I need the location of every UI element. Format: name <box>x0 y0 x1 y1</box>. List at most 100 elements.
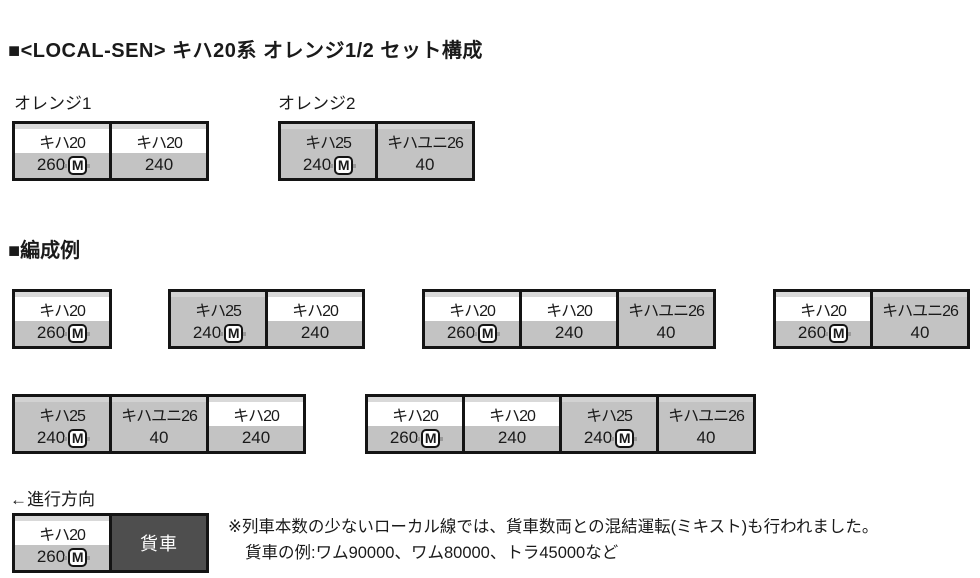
car-roof <box>368 397 462 402</box>
direction-label: ←進行方向 <box>10 490 95 509</box>
car-number: 40 <box>415 155 435 175</box>
motor-badge: M <box>64 428 91 448</box>
motor-badge: M <box>64 323 91 343</box>
page-title: ■<LOCAL-SEN> キハ20系 オレンジ1/2 セット構成 <box>8 40 483 62</box>
motor-badge: M <box>220 323 247 343</box>
car-name: キハ20 <box>112 128 206 153</box>
car-number-row: 40 <box>112 425 206 451</box>
car-number-row: 40 <box>873 320 967 346</box>
car-roof <box>425 292 519 297</box>
car-number: 40 <box>656 323 676 343</box>
car-name: キハ20 <box>465 401 559 426</box>
motor-badge: M <box>611 428 638 448</box>
car-name: キハ25 <box>562 401 656 426</box>
car-name: キハユニ26 <box>378 128 472 153</box>
car-number-row: 240 <box>209 425 303 451</box>
car-roof <box>268 292 362 297</box>
car-name: キハ20 <box>15 128 109 153</box>
car-number: 40 <box>696 428 716 448</box>
car-number: 240 <box>497 428 527 448</box>
motor-badge: M <box>64 547 91 567</box>
car-number-row: 40 <box>659 425 753 451</box>
car-number: 240 <box>144 155 174 175</box>
car-roof <box>15 397 109 402</box>
car-number-row: 240 <box>112 152 206 178</box>
notes: ※列車本数の少ないローカル線では、貨車数両との混結運転(ミキスト)も行われました… <box>228 514 878 566</box>
examples-heading: ■編成例 <box>8 240 81 262</box>
car-number: 240 <box>583 428 613 448</box>
car-number: 240 <box>192 323 222 343</box>
car-number-row: 240 <box>268 320 362 346</box>
car-roof <box>659 397 753 402</box>
car-name: キハ20 <box>425 296 519 321</box>
car-name: キハユニ26 <box>619 296 713 321</box>
car-roof <box>112 124 206 129</box>
car-number-row: 240 <box>522 320 616 346</box>
car-number: 260 <box>389 428 419 448</box>
car-roof <box>171 292 265 297</box>
car-name: キハユニ26 <box>659 401 753 426</box>
set-label-orange1: オレンジ1 <box>14 94 92 113</box>
car-name: キハ20 <box>268 296 362 321</box>
car-roof <box>15 292 109 297</box>
motor-badge: M <box>825 323 852 343</box>
car-name: キハ20 <box>15 296 109 321</box>
car-name: キハユニ26 <box>112 401 206 426</box>
car-name: キハ25 <box>281 128 375 153</box>
car-roof <box>281 124 375 129</box>
car-number: 260 <box>36 323 66 343</box>
car-number: 240 <box>300 323 330 343</box>
car-number: 260 <box>36 547 66 567</box>
car-number: 260 <box>446 323 476 343</box>
motor-badge: M <box>64 155 91 175</box>
car-number-row: 40 <box>378 152 472 178</box>
car-roof <box>562 397 656 402</box>
set-label-orange2: オレンジ2 <box>278 94 356 113</box>
car-number-row: 40 <box>619 320 713 346</box>
car-roof <box>522 292 616 297</box>
note-line-1: ※列車本数の少ないローカル線では、貨車数両との混結運転(ミキスト)も行われました… <box>228 518 879 536</box>
car-number: 40 <box>149 428 169 448</box>
car-number: 240 <box>36 428 66 448</box>
motor-badge: M <box>417 428 444 448</box>
car-name: キハ20 <box>368 401 462 426</box>
car-name: キハ25 <box>171 296 265 321</box>
car-roof <box>776 292 870 297</box>
freight-car-cell: 貨車 <box>112 516 206 570</box>
car-number: 240 <box>241 428 271 448</box>
car-roof <box>873 292 967 297</box>
car-name: キハ20 <box>15 520 109 545</box>
car-name: キハ20 <box>776 296 870 321</box>
motor-badge: M <box>330 155 357 175</box>
